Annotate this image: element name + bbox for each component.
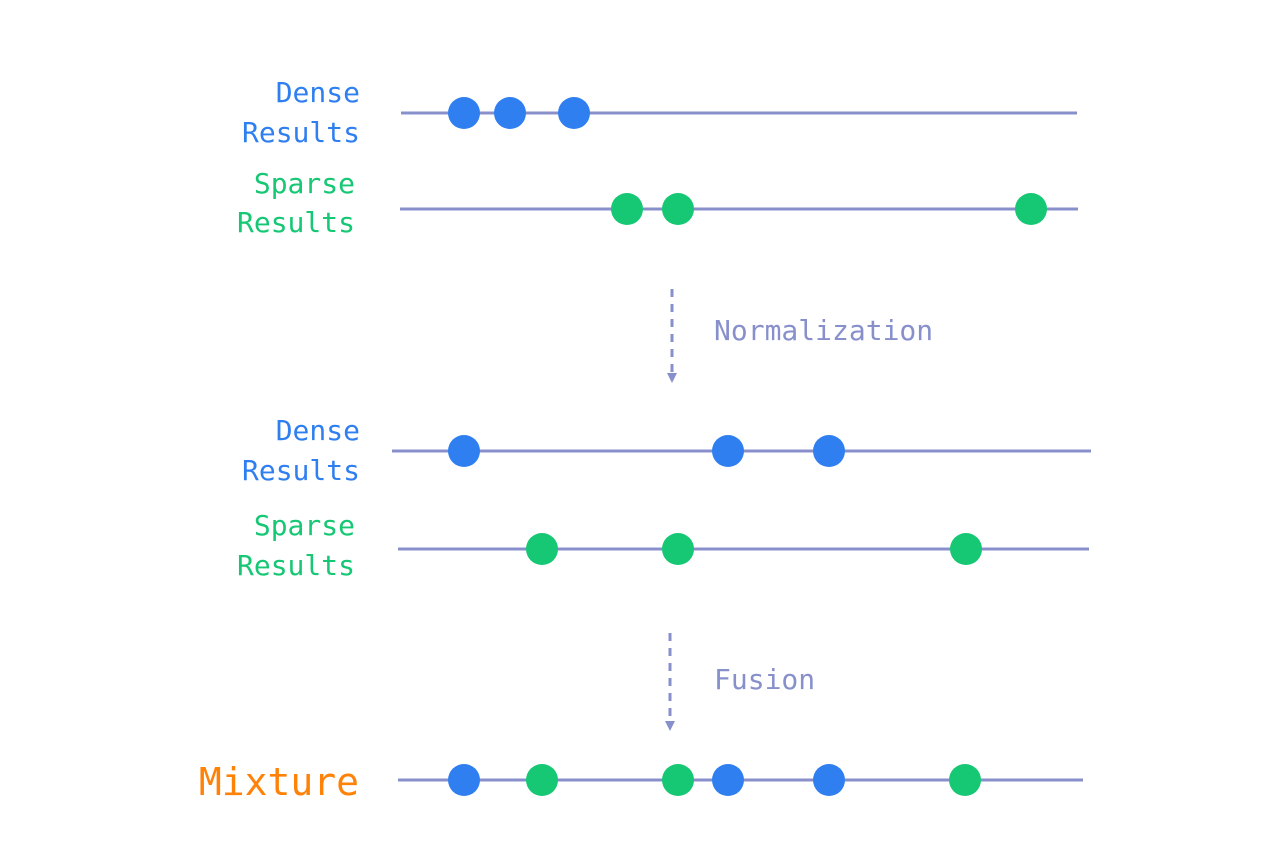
mixture-label: Mixture bbox=[199, 760, 359, 804]
mixture-dense-point-3 bbox=[813, 764, 845, 796]
middle-dense-point-1 bbox=[448, 435, 480, 467]
fusion-label: Fusion bbox=[714, 663, 815, 696]
middle-sparse-label-line2: Results bbox=[237, 549, 355, 582]
middle-dense-point-3 bbox=[813, 435, 845, 467]
top-dense-point-1 bbox=[448, 97, 480, 129]
top-sparse-label-line1: Sparse bbox=[254, 167, 355, 200]
top-dense-row: Dense Results bbox=[242, 76, 1077, 149]
top-sparse-point-1 bbox=[611, 193, 643, 225]
mixture-row: Mixture bbox=[199, 760, 1083, 804]
top-dense-label-line2: Results bbox=[242, 116, 360, 149]
mixture-sparse-point-2 bbox=[662, 764, 694, 796]
top-dense-point-3 bbox=[558, 97, 590, 129]
top-dense-label-line1: Dense bbox=[276, 76, 360, 109]
mixture-sparse-point-1 bbox=[526, 764, 558, 796]
top-dense-point-2 bbox=[494, 97, 526, 129]
middle-dense-row: Dense Results bbox=[242, 414, 1091, 487]
top-sparse-label-line2: Results bbox=[237, 206, 355, 239]
middle-sparse-row: Sparse Results bbox=[237, 509, 1089, 582]
top-sparse-point-3 bbox=[1015, 193, 1047, 225]
middle-sparse-point-2 bbox=[662, 533, 694, 565]
middle-dense-label-line1: Dense bbox=[276, 414, 360, 447]
fusion-step: Fusion bbox=[665, 633, 815, 731]
middle-dense-label-line2: Results bbox=[242, 454, 360, 487]
middle-dense-point-2 bbox=[712, 435, 744, 467]
mixture-dense-point-1 bbox=[448, 764, 480, 796]
top-sparse-point-2 bbox=[662, 193, 694, 225]
middle-sparse-point-1 bbox=[526, 533, 558, 565]
normalization-label: Normalization bbox=[714, 314, 933, 347]
middle-sparse-point-3 bbox=[950, 533, 982, 565]
top-sparse-row: Sparse Results bbox=[237, 167, 1078, 239]
normalization-step: Normalization bbox=[667, 289, 933, 383]
mixture-dense-point-2 bbox=[712, 764, 744, 796]
mixture-sparse-point-3 bbox=[949, 764, 981, 796]
middle-sparse-label-line1: Sparse bbox=[254, 509, 355, 542]
